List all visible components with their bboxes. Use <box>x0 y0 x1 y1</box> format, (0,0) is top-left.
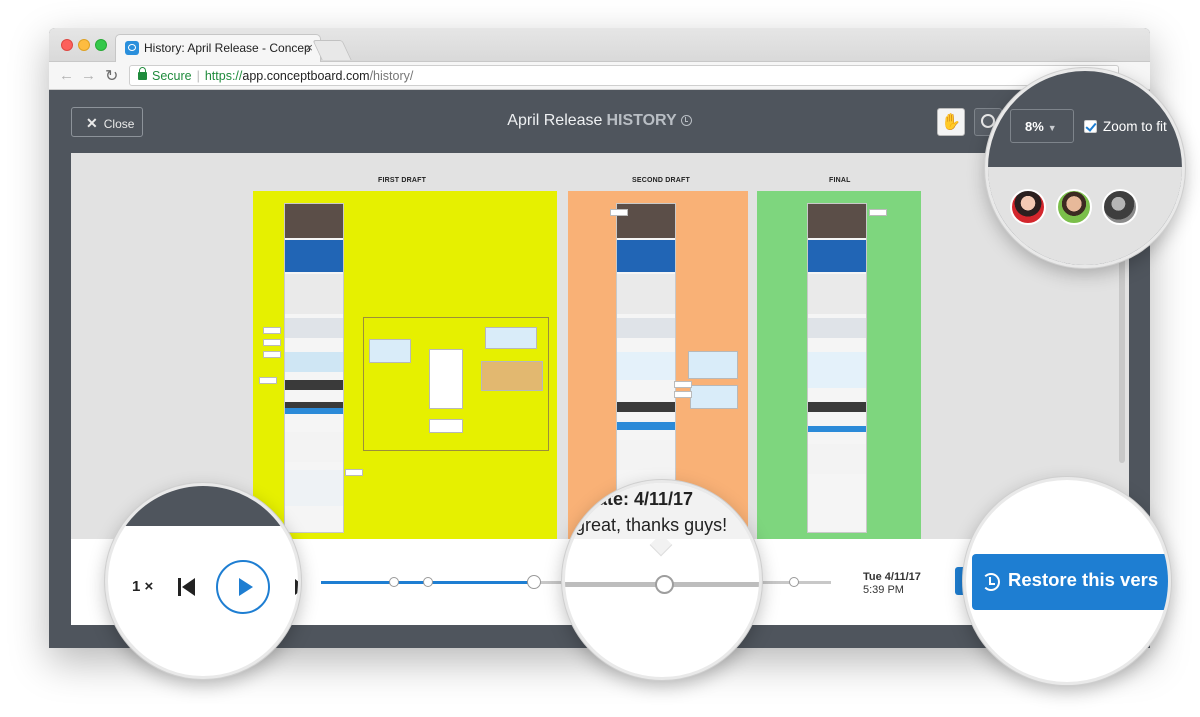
draft-frame[interactable] <box>363 317 549 451</box>
tooltip-comment: great, thanks guys! <box>575 515 728 535</box>
magnified-canvas-edge <box>108 486 298 526</box>
timeline-version-marker[interactable] <box>527 575 541 589</box>
secure-label: Secure <box>152 69 192 83</box>
tab-close-icon[interactable]: × <box>305 40 313 55</box>
close-button[interactable]: ✕ Close <box>71 107 143 137</box>
magnifier-zoom-controls: 8%▼ Zoom to fit <box>985 68 1185 268</box>
board-canvas[interactable]: FIRST DRAFT SECOND DRAFT FINAL <box>71 153 1129 539</box>
board-label-final: FINAL <box>829 177 851 184</box>
tooltip-title: pdate: 4/11/17 <box>575 489 694 509</box>
playback-speed-button[interactable]: 1 × <box>132 578 154 595</box>
history-restore-icon <box>982 573 1000 591</box>
version-date: Tue 4/11/17 <box>863 571 921 583</box>
close-icon: ✕ <box>86 115 98 131</box>
window-close-button[interactable] <box>61 39 73 51</box>
board-label-first-draft: FIRST DRAFT <box>378 177 427 184</box>
timeline-scrubber-handle[interactable] <box>655 575 674 594</box>
canvas-scrollbar[interactable] <box>1119 173 1125 463</box>
board-final[interactable] <box>757 191 921 539</box>
chevron-down-icon: ▼ <box>1047 123 1057 133</box>
url-scheme: https:// <box>204 69 243 83</box>
conceptboard-favicon-icon <box>125 41 139 55</box>
back-arrow-icon[interactable]: ← <box>59 67 74 84</box>
close-label: Close <box>103 117 135 131</box>
tab-title: History: April Release - Concep <box>144 41 311 55</box>
lock-icon <box>138 67 147 80</box>
skip-to-start-icon[interactable] <box>178 578 196 596</box>
hand-icon: ✋ <box>941 114 961 131</box>
zoom-to-fit-label: Zoom to fit <box>1103 119 1167 134</box>
timeline-version-marker[interactable] <box>423 577 433 587</box>
clock-icon <box>680 115 692 126</box>
board-label-second-draft: SECOND DRAFT <box>632 177 691 184</box>
board-title: April Release <box>507 112 603 129</box>
zoom-to-fit-checkbox[interactable] <box>1084 120 1097 133</box>
url-separator: | <box>196 69 200 83</box>
browser-address-bar: ← → ↻ Secure | https://app.conceptboard.co… <box>49 62 1150 90</box>
version-tooltip: pdate: 4/11/17 great, thanks guys! <box>565 483 759 539</box>
url-host: app.conceptboard.com <box>242 69 370 83</box>
collaborator-avatar[interactable] <box>1102 189 1138 225</box>
forward-arrow-icon[interactable]: → <box>81 67 96 84</box>
restore-label: Restore this vers <box>1008 569 1159 590</box>
history-label: HISTORY <box>606 112 677 129</box>
window-minimize-button[interactable] <box>78 39 90 51</box>
play-button[interactable] <box>216 560 270 614</box>
version-time: 5:39 PM <box>863 584 904 596</box>
page-mockup[interactable] <box>807 203 867 533</box>
timeline-version-marker[interactable] <box>389 577 399 587</box>
board-second-draft[interactable] <box>568 191 748 539</box>
url-field[interactable]: Secure | https://app.conceptboard.com/hist… <box>129 65 1119 86</box>
restore-version-button[interactable]: Restore this vers <box>972 554 1168 610</box>
browser-tab-bar: History: April Release - Concep × <box>49 28 1150 62</box>
timeline-version-marker[interactable] <box>789 577 799 587</box>
zoom-level-dropdown[interactable]: 8%▼ <box>1010 109 1074 143</box>
board-first-draft[interactable] <box>253 191 557 539</box>
collaborator-avatar[interactable] <box>1056 189 1092 225</box>
magnifier-version-tooltip: pdate: 4/11/17 great, thanks guys! <box>562 480 762 680</box>
hand-tool-button[interactable]: ✋ <box>937 108 965 136</box>
magnifier-playback-controls: 1 × <box>105 483 301 679</box>
url-path: /history/ <box>369 69 414 83</box>
collaborator-avatar[interactable] <box>1010 189 1046 225</box>
reload-icon[interactable]: ↻ <box>105 68 119 85</box>
page-mockup[interactable] <box>284 203 344 533</box>
zoom-level-value: 8% <box>1025 119 1044 134</box>
page-mockup[interactable] <box>616 203 676 533</box>
magnifier-restore: Restore this vers <box>963 477 1171 685</box>
window-maximize-button[interactable] <box>95 39 107 51</box>
next-version-icon[interactable] <box>295 579 298 595</box>
browser-tab-active[interactable]: History: April Release - Concep × <box>115 34 321 62</box>
